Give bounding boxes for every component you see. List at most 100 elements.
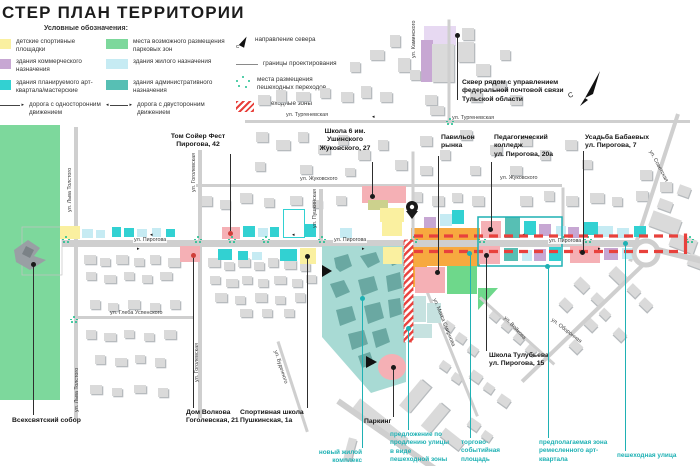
yellow-building bbox=[380, 208, 404, 222]
lightblue-building bbox=[340, 228, 352, 238]
legend-item-administrative: здания административного назначения bbox=[106, 79, 226, 95]
commercial-swatch bbox=[0, 59, 11, 69]
commercial-building-large bbox=[421, 40, 433, 82]
building bbox=[160, 272, 172, 280]
lightblue-building bbox=[152, 228, 161, 237]
building bbox=[492, 80, 506, 90]
building bbox=[565, 140, 577, 150]
building bbox=[150, 303, 160, 311]
pedestrian-crossing-marker bbox=[262, 236, 270, 243]
building bbox=[410, 70, 420, 80]
parking-label: Паркинг bbox=[364, 418, 392, 425]
building bbox=[440, 150, 450, 160]
building bbox=[226, 279, 238, 287]
pedestrian-street-dot bbox=[622, 240, 628, 246]
lightblue-building bbox=[82, 229, 93, 238]
lightblue-building bbox=[252, 252, 262, 260]
skver-post-leader-line bbox=[457, 37, 458, 100]
cathedral-dot bbox=[30, 261, 36, 267]
legend-label: места возможного размещения парковых зон bbox=[133, 38, 225, 54]
craft-art-quarter-dot bbox=[544, 263, 550, 269]
legend-label: дорога с односторонним движением bbox=[29, 101, 101, 117]
building bbox=[540, 150, 550, 160]
direction-arrow-icon: ▸ bbox=[598, 246, 601, 252]
building bbox=[345, 168, 355, 176]
market-pavilion-dot bbox=[434, 269, 440, 275]
cyan-building bbox=[270, 227, 279, 237]
trade-event-square-dot bbox=[466, 250, 472, 256]
market-pavilion-leader-line bbox=[438, 156, 439, 271]
cyan-building bbox=[112, 227, 121, 237]
lightblue-building bbox=[137, 229, 147, 237]
lightblue-building bbox=[556, 226, 566, 236]
pedestrian-crossing-marker bbox=[228, 236, 236, 243]
building bbox=[274, 276, 286, 284]
pink-building bbox=[415, 267, 445, 293]
building bbox=[430, 106, 444, 115]
olive-building bbox=[368, 200, 388, 210]
dom-volkova-leader-line bbox=[193, 257, 194, 408]
street-label: ул. Жуковского bbox=[500, 175, 538, 181]
street-label: ул. Глеба Успенского bbox=[110, 310, 163, 316]
usadba-babaevyh-leader-line bbox=[583, 151, 584, 251]
building bbox=[358, 150, 370, 160]
residential-swatch bbox=[106, 59, 128, 69]
building bbox=[312, 200, 322, 208]
north-arrow-icon: С bbox=[236, 35, 250, 50]
street-extension-dot bbox=[405, 325, 411, 331]
building bbox=[544, 191, 554, 201]
legend-item-crossings: места размещения пешеходных переходов bbox=[236, 76, 348, 92]
building bbox=[398, 58, 410, 72]
building bbox=[490, 145, 502, 155]
cyan-building bbox=[243, 226, 255, 237]
building bbox=[476, 64, 490, 76]
building bbox=[341, 92, 353, 102]
purple-building bbox=[539, 224, 551, 236]
building bbox=[86, 272, 96, 280]
street-label: ул. Гоголевская bbox=[191, 152, 197, 192]
street-label: ул. Льва Толстого bbox=[67, 167, 73, 212]
building bbox=[298, 132, 308, 142]
building bbox=[306, 275, 316, 283]
street-label: ул. Пирогова bbox=[548, 238, 583, 245]
cyan-building bbox=[452, 210, 464, 224]
building bbox=[395, 160, 407, 170]
school-tulubyeva-leader-line bbox=[486, 257, 487, 351]
building bbox=[144, 333, 154, 341]
building bbox=[318, 145, 330, 154]
craft-art-quarter-label: предполагаемая зона ремесленного арт- кв… bbox=[539, 439, 608, 463]
building bbox=[452, 193, 462, 202]
building bbox=[590, 193, 604, 203]
building bbox=[215, 293, 227, 302]
usadba-babaevyh-label: Усадьба Бабаевых ул. Пирогова, 7 bbox=[585, 134, 649, 150]
building bbox=[128, 300, 140, 309]
building bbox=[292, 279, 302, 287]
building bbox=[660, 182, 672, 192]
artquarter-swatch bbox=[0, 80, 11, 90]
pedagogical-college-label: Педагогический колледж ул. Пирогова, 20а bbox=[494, 134, 554, 158]
building bbox=[224, 262, 234, 270]
building bbox=[220, 200, 230, 209]
direction-arrow-icon: ◂ bbox=[372, 114, 375, 120]
legend-label: здания планируемого арт-квартала/мастерс… bbox=[16, 79, 93, 95]
building bbox=[361, 86, 371, 98]
usadba-babaevyh-dot bbox=[579, 249, 585, 255]
map-pin-icon bbox=[406, 201, 418, 219]
legend-item-sports: детские спортивные площадки bbox=[0, 38, 98, 54]
lightblue-building bbox=[622, 248, 635, 259]
pedestrian-street-leader-line bbox=[625, 245, 626, 451]
parks-swatch bbox=[106, 39, 128, 49]
trade-event-square-leader-line bbox=[470, 255, 471, 438]
street-label: ул. Жуковского bbox=[300, 176, 338, 182]
lightblue-building bbox=[617, 228, 629, 238]
legend-item-boundaries: границы проектирования bbox=[236, 60, 346, 68]
sports-swatch bbox=[0, 39, 11, 49]
legend-label: пешеходные зоны bbox=[259, 100, 313, 107]
craft-art-quarter-leader-line bbox=[548, 268, 549, 438]
legend-heading: Условные обозначения: bbox=[44, 25, 128, 32]
direction-arrow-icon: ◂ bbox=[292, 232, 295, 238]
building bbox=[350, 62, 360, 72]
building bbox=[134, 385, 146, 393]
street-extension-leader-line bbox=[408, 330, 409, 430]
